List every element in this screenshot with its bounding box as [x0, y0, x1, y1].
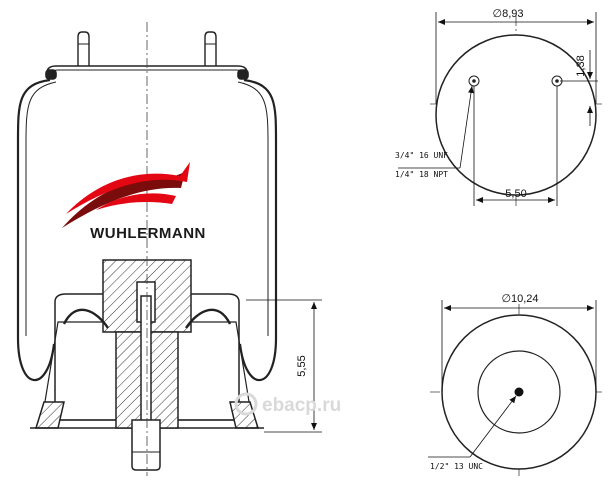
top-view: ∅8,93 1,38 5,50 3/4" 16 UNF 1/4" 18 NPT [395, 8, 602, 206]
bottom-diameter-label: ∅10,24 [501, 293, 538, 305]
top-diameter-label: ∅8,93 [493, 8, 524, 20]
bottom-thread-note: 1/2" 13 UNC [430, 462, 483, 471]
logo-swoosh-red-small [96, 193, 176, 210]
top-spacing-label: 5,50 [505, 188, 526, 200]
side-view: 5,55 [16, 22, 322, 476]
watermark-text: ebacр.ru [262, 395, 341, 416]
watermark: ebacр.ru [234, 392, 341, 416]
height-dimension [246, 299, 322, 433]
rubber-bellows [16, 78, 278, 382]
logo-swoosh-red [66, 162, 190, 214]
top-port-left-inner [472, 79, 476, 83]
thread-leader-lines [398, 85, 474, 169]
piston-base-inner-ring [477, 350, 561, 434]
top-offset-dimension [560, 50, 598, 126]
bottom-diameter-dimension [441, 300, 597, 392]
top-thread-note-1: 3/4" 16 UNF [395, 151, 448, 160]
height-label: 5,55 [296, 355, 308, 376]
top-thread-note-2: 1/4" 18 NPT [395, 170, 448, 179]
bottom-thread-leader [428, 395, 517, 458]
logo-swoosh-dark [62, 172, 185, 228]
watermark-logo-ring [234, 392, 258, 416]
brand-logo: WUHLERMANN [62, 162, 206, 242]
top-spacing-dimension [473, 86, 558, 206]
brand-name: WUHLERMANN [90, 225, 206, 242]
top-studs [77, 31, 217, 66]
piston [30, 259, 264, 471]
top-plate-outline [435, 34, 597, 196]
top-diameter-dimension [435, 12, 597, 104]
bottom-view: ∅10,24 1/2" 13 UNC [428, 293, 602, 478]
bottom-center-stud [514, 387, 524, 397]
top-port-right-inner [555, 79, 559, 83]
top-offset-label: 1,38 [575, 55, 587, 76]
